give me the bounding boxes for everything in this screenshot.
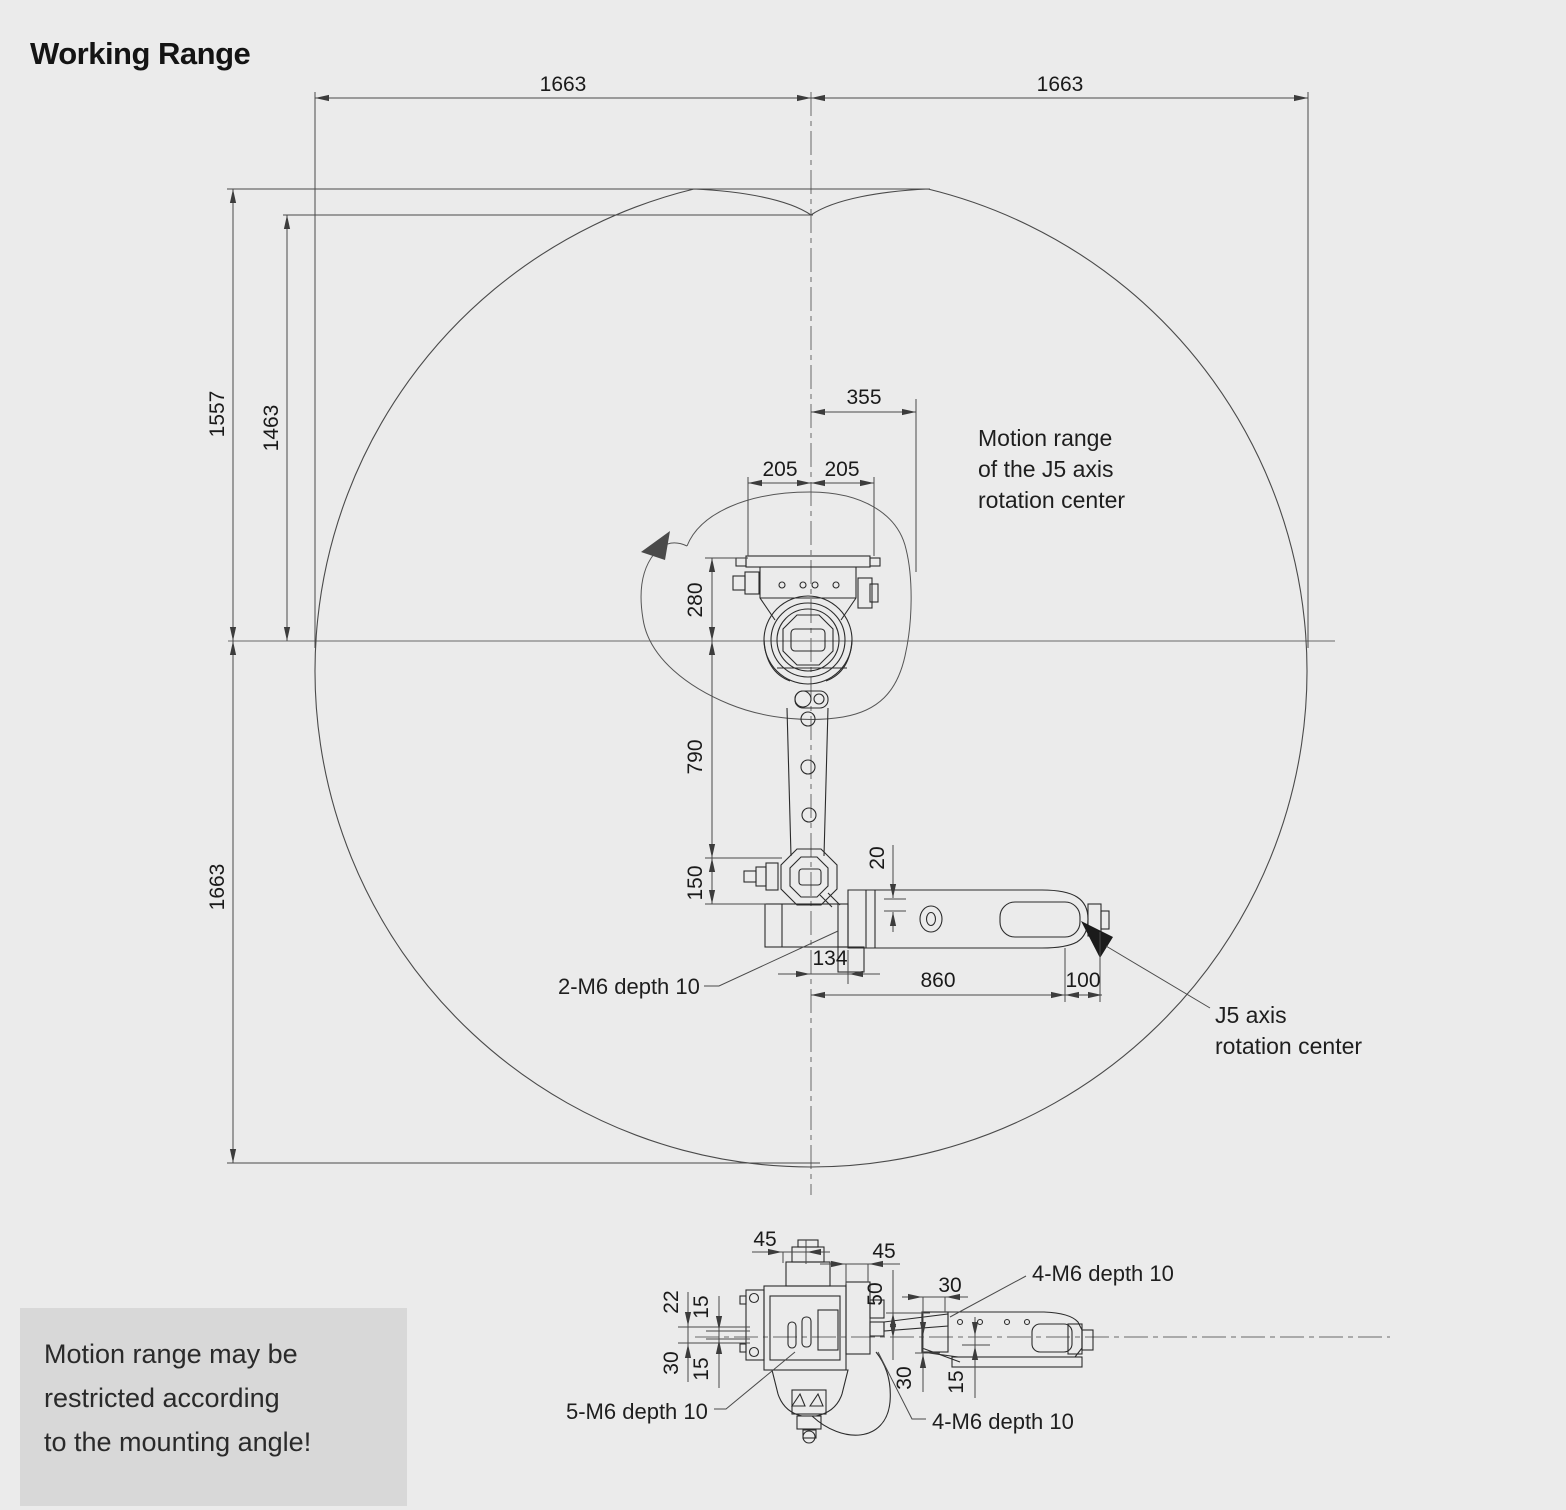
dim-base-right: 205 [824,458,859,481]
bolt-2m6-label: 2-M6 depth 10 [558,974,700,999]
bolt-5m6-label: 5-M6 depth 10 [566,1399,708,1424]
dim-bv-15a: 15 [690,1295,713,1318]
bolt-4m6-bottom-label: 4-M6 depth 10 [932,1409,1074,1434]
robot-bottom-view [739,1239,1094,1444]
leader-lines [704,930,1027,1420]
dim-j5-offset: 355 [846,386,881,409]
bolt-4m6-top-label: 4-M6 depth 10 [1032,1261,1174,1286]
j5-motion-range-curve [640,491,912,720]
dim-tool: 100 [1065,969,1100,992]
dim-left-inner: 1463 [260,405,283,452]
dim-base-left: 205 [762,458,797,481]
dimension-labels: 1663 1663 1557 1463 1663 355 205 205 280… [206,73,1101,1394]
motion-range-label: Motion range of the J5 axis rotation cen… [978,425,1126,513]
j5-axis-label: J5 axis rotation center [1215,1002,1363,1059]
dim-bv-30left: 30 [660,1351,683,1374]
dim-bv-45b: 45 [872,1240,895,1263]
dim-reach: 860 [920,969,955,992]
dim-offset20: 20 [866,846,889,869]
dim-arm: 790 [684,739,707,774]
robot-side-view [732,555,1110,973]
extension-lines [227,92,1309,1398]
rotation-arrowhead [641,531,670,560]
dim-flange: 134 [812,947,847,970]
mounting-note-box: Motion range may be restricted according… [20,1308,407,1506]
dim-bv-30top: 30 [938,1274,961,1297]
page-title: Working Range [30,36,251,71]
centerlines [228,92,1390,1338]
dim-bv-22: 22 [660,1290,683,1313]
dim-bv-50: 50 [864,1282,887,1305]
dim-top-right: 1663 [1037,73,1084,96]
dim-wrist: 150 [684,865,707,900]
dim-bv-15c: 15 [945,1370,968,1393]
dim-base-top: 280 [684,582,707,617]
dimension-lines [229,94,1308,1374]
dim-left-lower: 1663 [206,864,229,911]
dim-bv-45a: 45 [753,1228,776,1251]
dim-bv-30right: 30 [893,1366,916,1389]
dim-left-outer: 1557 [206,391,229,438]
dim-bv-15b: 15 [690,1357,713,1380]
dim-top-left: 1663 [540,73,587,96]
mounting-note-text: Motion range may be restricted according… [44,1339,312,1457]
j5-pointer-arrow [1081,921,1211,1009]
working-envelope [314,188,1308,1168]
